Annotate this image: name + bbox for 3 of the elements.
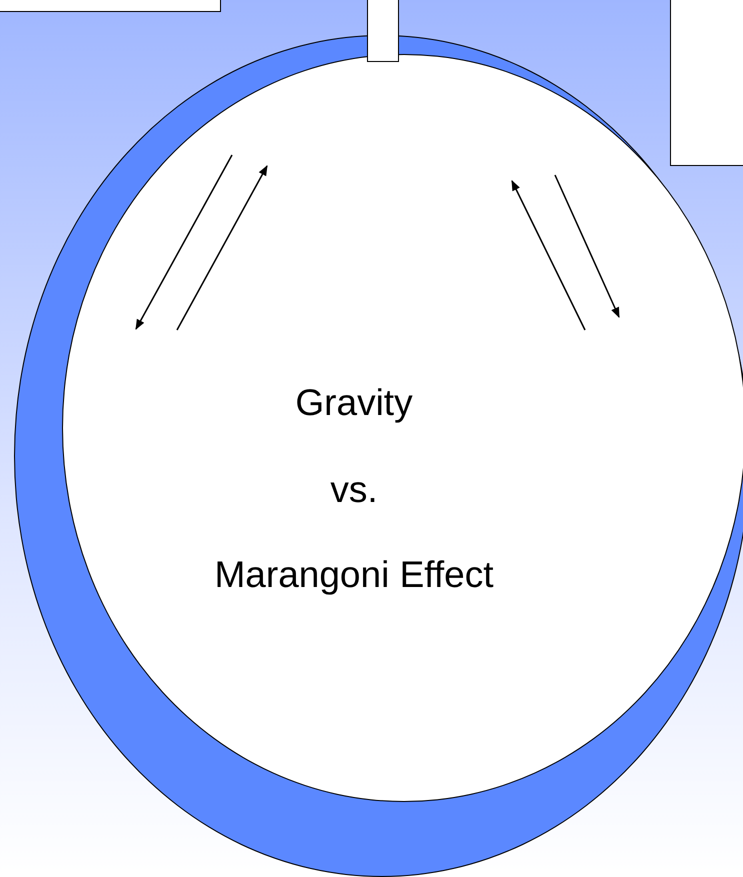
droplet-text: Marangoni Effect	[214, 554, 494, 595]
droplet-text: Gravity	[295, 382, 413, 423]
droplet-text: vs.	[330, 469, 378, 510]
